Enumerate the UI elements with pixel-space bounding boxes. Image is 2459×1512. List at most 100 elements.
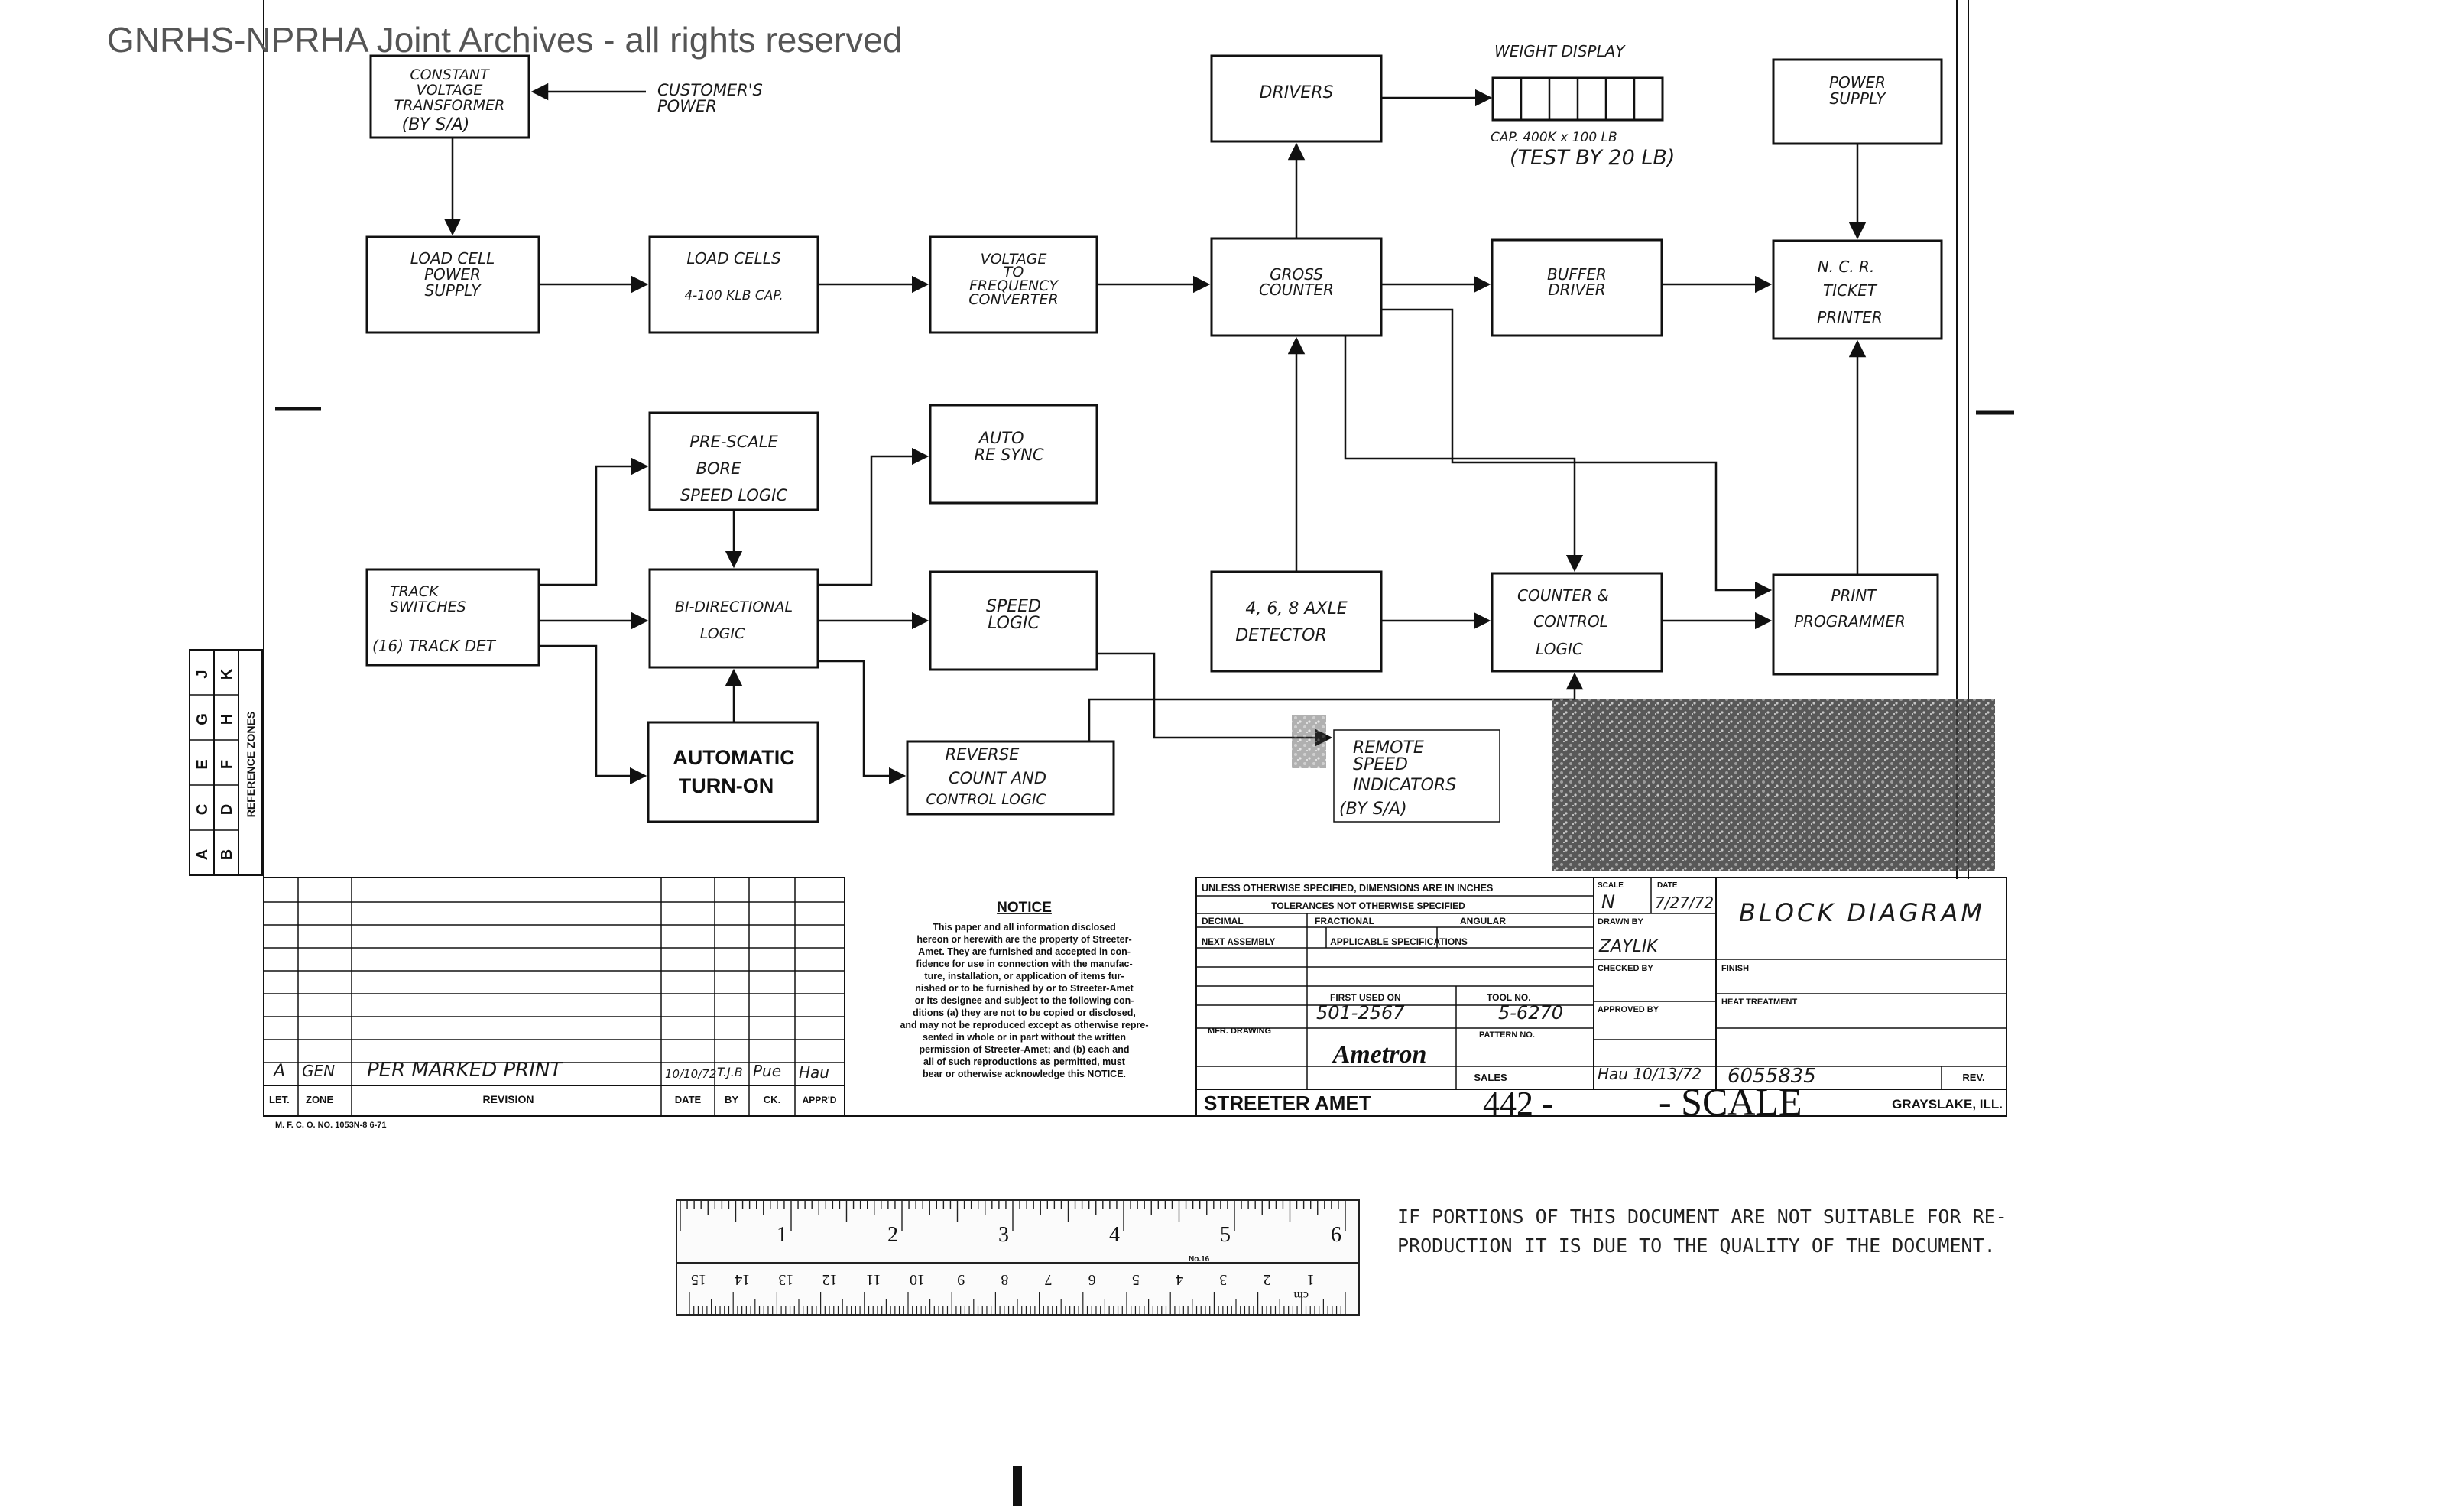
block-print-programmer: PRINT PROGRAMMER [1772,573,1939,676]
svg-text:N. C. R.: N. C. R. [1818,258,1875,276]
block-pre-scale-speed-logic: PRE-SCALE BORE SPEED LOGIC [648,411,819,511]
svg-text:RE SYNC: RE SYNC [974,446,1043,464]
block-buffer-driver: BUFFER DRIVER [1491,238,1663,337]
svg-text:A: A [272,1062,285,1081]
svg-text:DATE: DATE [675,1094,702,1105]
block-reverse-count-control-logic: REVERSE COUNT AND CONTROL LOGIC [906,740,1115,816]
svg-text:permission of Streeter-Amet; a: permission of Streeter-Amet; and (b) eac… [919,1044,1129,1055]
svg-text:No.16: No.16 [1189,1255,1210,1264]
ruler-cm-label: 2 [1264,1271,1271,1288]
svg-text:HEAT TREATMENT: HEAT TREATMENT [1721,998,1797,1007]
svg-text:TICKET: TICKET [1823,281,1878,300]
svg-text:F: F [219,760,235,769]
svg-text:LET.: LET. [269,1094,290,1105]
svg-text:BLOCK DIAGRAM: BLOCK DIAGRAM [1739,898,1985,927]
svg-text:cm: cm [1293,1289,1309,1302]
svg-text:nished or to be furnished by o: nished or to be furnished by or to Stree… [915,983,1134,994]
svg-text:N: N [1601,891,1615,913]
svg-text:ture, installation, or applica: ture, installation, or application of it… [924,971,1124,982]
block-ncr-ticket-printer: N. C. R. TICKET PRINTER [1772,239,1943,340]
svg-text:3: 3 [998,1223,1009,1247]
ruler-cm-label: 13 [778,1271,793,1288]
svg-text:VOLTAGE: VOLTAGE [417,82,483,99]
ruler-cm-label: 14 [735,1271,750,1288]
ruler-cm-label: 4 [1176,1271,1183,1288]
svg-text:APPR'D: APPR'D [803,1095,837,1105]
svg-text:G: G [194,713,211,725]
svg-text:INDICATORS: INDICATORS [1353,776,1456,795]
svg-text:DETECTOR: DETECTOR [1235,626,1327,645]
svg-text:ZONE: ZONE [306,1094,333,1105]
svg-text:CONTROL LOGIC: CONTROL LOGIC [926,791,1046,808]
svg-text:DRAWN BY: DRAWN BY [1598,917,1644,926]
svg-text:SALES: SALES [1474,1072,1507,1083]
svg-text:B: B [219,849,235,860]
revision-table: A GEN PER MARKED PRINT 10/10/72 T.J.B Pu… [263,877,845,1117]
svg-text:H: H [219,714,235,725]
svg-text:DATE: DATE [1657,881,1678,890]
svg-text:AUTOMATIC: AUTOMATIC [673,746,794,769]
svg-text:DRIVERS: DRIVERS [1260,83,1334,102]
svg-text:5-6270: 5-6270 [1498,1002,1563,1024]
ruler-cm-label: 9 [957,1271,965,1288]
svg-text:SUPPLY: SUPPLY [425,281,482,300]
svg-text:PATTERN NO.: PATTERN NO. [1479,1030,1535,1040]
svg-text:PER MARKED PRINT: PER MARKED PRINT [367,1059,563,1082]
block-drivers: DRIVERS [1210,54,1383,143]
svg-text:UNLESS OTHERWISE SPECIFIED, DI: UNLESS OTHERWISE SPECIFIED, DIMENSIONS A… [1202,883,1493,894]
svg-text:BI-DIRECTIONAL: BI-DIRECTIONAL [675,599,793,615]
svg-text:COUNTER &: COUNTER & [1517,586,1609,605]
svg-text:4: 4 [1109,1223,1120,1247]
title-block: UNLESS OTHERWISE SPECIFIED, DIMENSIONS A… [1195,877,2007,1123]
signal-wires [443,83,1867,785]
svg-text:(TEST BY 20 LB): (TEST BY 20 LB) [1510,146,1675,170]
svg-text:AUTO: AUTO [977,429,1024,447]
svg-text:STREETER AMET: STREETER AMET [1204,1092,1371,1115]
svg-text:CHECKED BY: CHECKED BY [1598,964,1653,973]
svg-text:4, 6, 8 AXLE: 4, 6, 8 AXLE [1245,599,1347,618]
svg-text:CONSTANT: CONSTANT [410,67,490,83]
svg-text:TOLERANCES NOT OTHERWISE SPECI: TOLERANCES NOT OTHERWISE SPECIFIED [1271,900,1465,911]
block-bi-directional-logic: BI-DIRECTIONAL LOGIC [648,568,819,669]
svg-text:- SCALE: - SCALE [1659,1080,1802,1123]
svg-text:COUNT AND: COUNT AND [949,769,1046,787]
svg-text:REV.: REV. [1962,1072,1984,1083]
ruler-cm-label: 1 [1307,1271,1315,1288]
block-axle-detector: 4, 6, 8 AXLE DETECTOR [1210,570,1383,673]
svg-text:TRANSFORMER: TRANSFORMER [394,97,505,114]
ruler-cm-label: 15 [691,1271,706,1288]
weight-display: WEIGHT DISPLAY CAP. 400K x 100 LB (TEST … [1491,42,1675,170]
svg-text:PRE-SCALE: PRE-SCALE [689,433,778,451]
block-speed-logic: SPEED LOGIC [929,570,1098,671]
block-track-switches: TRACK SWITCHES (16) TRACK DET [365,568,540,667]
svg-text:COUNTER: COUNTER [1259,281,1334,299]
svg-text:BORE: BORE [696,459,742,478]
svg-text:CUSTOMER'S: CUSTOMER'S [657,81,763,99]
svg-text:GEN: GEN [302,1062,335,1080]
svg-text:1: 1 [777,1223,787,1247]
svg-text:SCALE: SCALE [1598,881,1624,890]
svg-text:(16) TRACK DET: (16) TRACK DET [372,637,497,655]
svg-text:2: 2 [887,1223,898,1247]
block-load-cells: LOAD CELLS 4-100 KLB CAP. [648,235,819,334]
svg-text:CONVERTER: CONVERTER [968,291,1058,308]
block-gross-counter: GROSS COUNTER [1210,237,1383,337]
reference-zone-strip: A C E G J B D F H K REFERENCE ZONES [189,649,263,876]
film-mark [1013,1466,1022,1506]
svg-text:ZAYLIK: ZAYLIK [1598,937,1659,956]
svg-text:Amet. They are furnished and a: Amet. They are furnished and accepted in… [918,946,1131,957]
svg-text:(BY S/A): (BY S/A) [1339,800,1407,819]
ruler-cm-label: 12 [822,1271,838,1288]
svg-text:FRACTIONAL: FRACTIONAL [1315,916,1374,926]
svg-text:PRINT: PRINT [1831,586,1877,605]
svg-text:ditions (a) they are not to be: ditions (a) they are not to be copied or… [913,1007,1136,1018]
svg-text:GRAYSLAKE, ILL.: GRAYSLAKE, ILL. [1892,1097,2003,1111]
block-auto-resync: AUTO RE SYNC [929,404,1098,505]
svg-text:bear or otherwise acknowledge: bear or otherwise acknowledge this NOTIC… [923,1069,1126,1079]
svg-text:FREQUENCY: FREQUENCY [969,277,1059,294]
svg-text:SPEED: SPEED [1353,755,1408,774]
svg-text:all of such reproductions as p: all of such reproductions as permitted, … [923,1056,1126,1067]
svg-text:C: C [194,804,211,815]
svg-text:5: 5 [1220,1223,1231,1247]
block-constant-voltage-transformer: CONSTANT VOLTAGE TRANSFORMER (BY S/A) [369,54,530,139]
